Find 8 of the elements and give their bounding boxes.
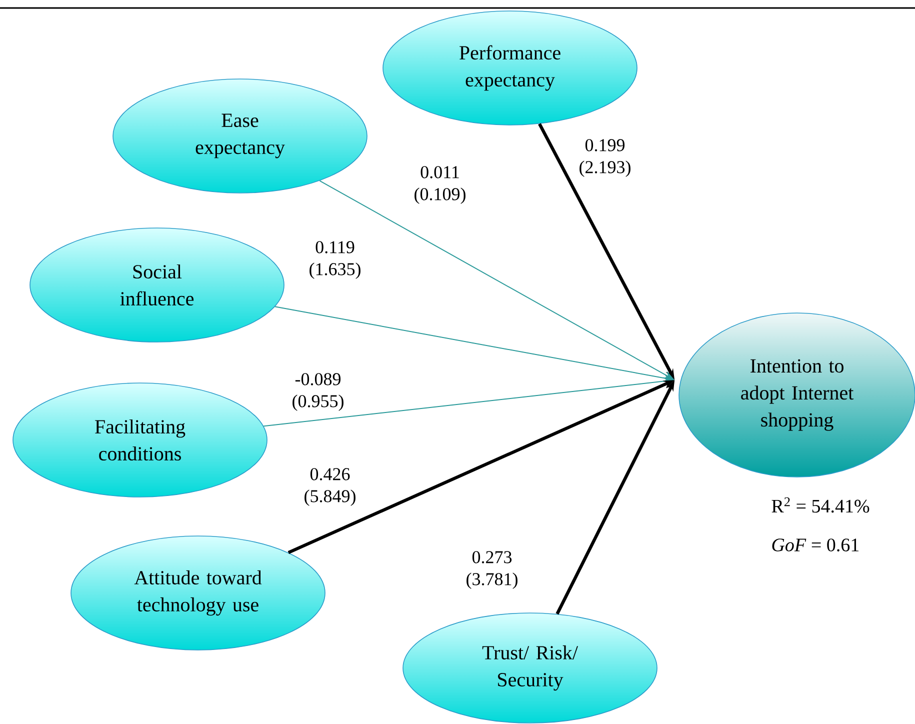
edge-label: 0.011 (0.109) xyxy=(408,165,472,205)
edge-label: 0.199 (2.193) xyxy=(573,138,637,178)
edge-label: 0.273 (3.781) xyxy=(460,550,524,590)
edge-label: 0.119 (1.635) xyxy=(303,240,367,280)
statistic-label: GoF = 0.61 xyxy=(772,538,859,552)
statistic-label: R$^{2}$ = 54.41% xyxy=(772,497,870,513)
edge-label: 0.426 (5.849) xyxy=(298,467,362,507)
edge-label: -0.089 (0.955) xyxy=(286,372,350,412)
